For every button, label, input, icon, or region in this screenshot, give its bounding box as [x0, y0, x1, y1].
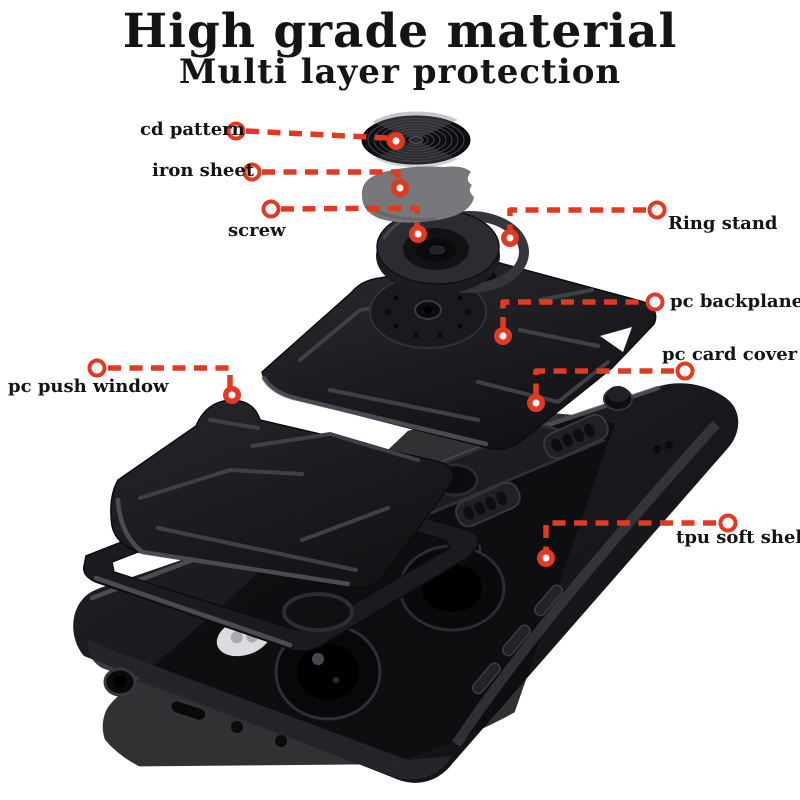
top-edge-button-knob	[603, 386, 633, 411]
callout-label-ring-stand: Ring stand	[668, 213, 778, 234]
callout-target-dots	[223, 132, 555, 567]
callout-label-pc-push-window: pc push window	[8, 376, 169, 397]
ring-stand-disc	[376, 208, 529, 294]
cd-pattern-disc	[361, 111, 471, 168]
iron-sheet-shape	[361, 166, 474, 223]
bottom-ports	[103, 667, 287, 747]
callout-end-rings	[87, 121, 738, 533]
page-title: High grade material	[122, 4, 678, 59]
callout-label-cd-pattern: cd pattern	[140, 119, 245, 140]
callout-label-tpu-soft-shell: tpu soft shell	[676, 527, 800, 548]
side-button-tabs	[471, 584, 563, 695]
grip-texture	[543, 413, 609, 460]
grip-texture	[455, 481, 521, 528]
callout-label-pc-card-cover: pc card cover	[662, 344, 798, 365]
callout-label-pc-backplane: pc backplane	[670, 291, 800, 312]
pc-push-window-plate	[110, 399, 455, 590]
callout-leader-lines	[108, 128, 716, 551]
page-subtitle: Multi layer protection	[178, 52, 622, 92]
callout-label-screw: screw	[228, 220, 286, 241]
callout-label-iron-sheet: iron sheet	[152, 160, 255, 181]
